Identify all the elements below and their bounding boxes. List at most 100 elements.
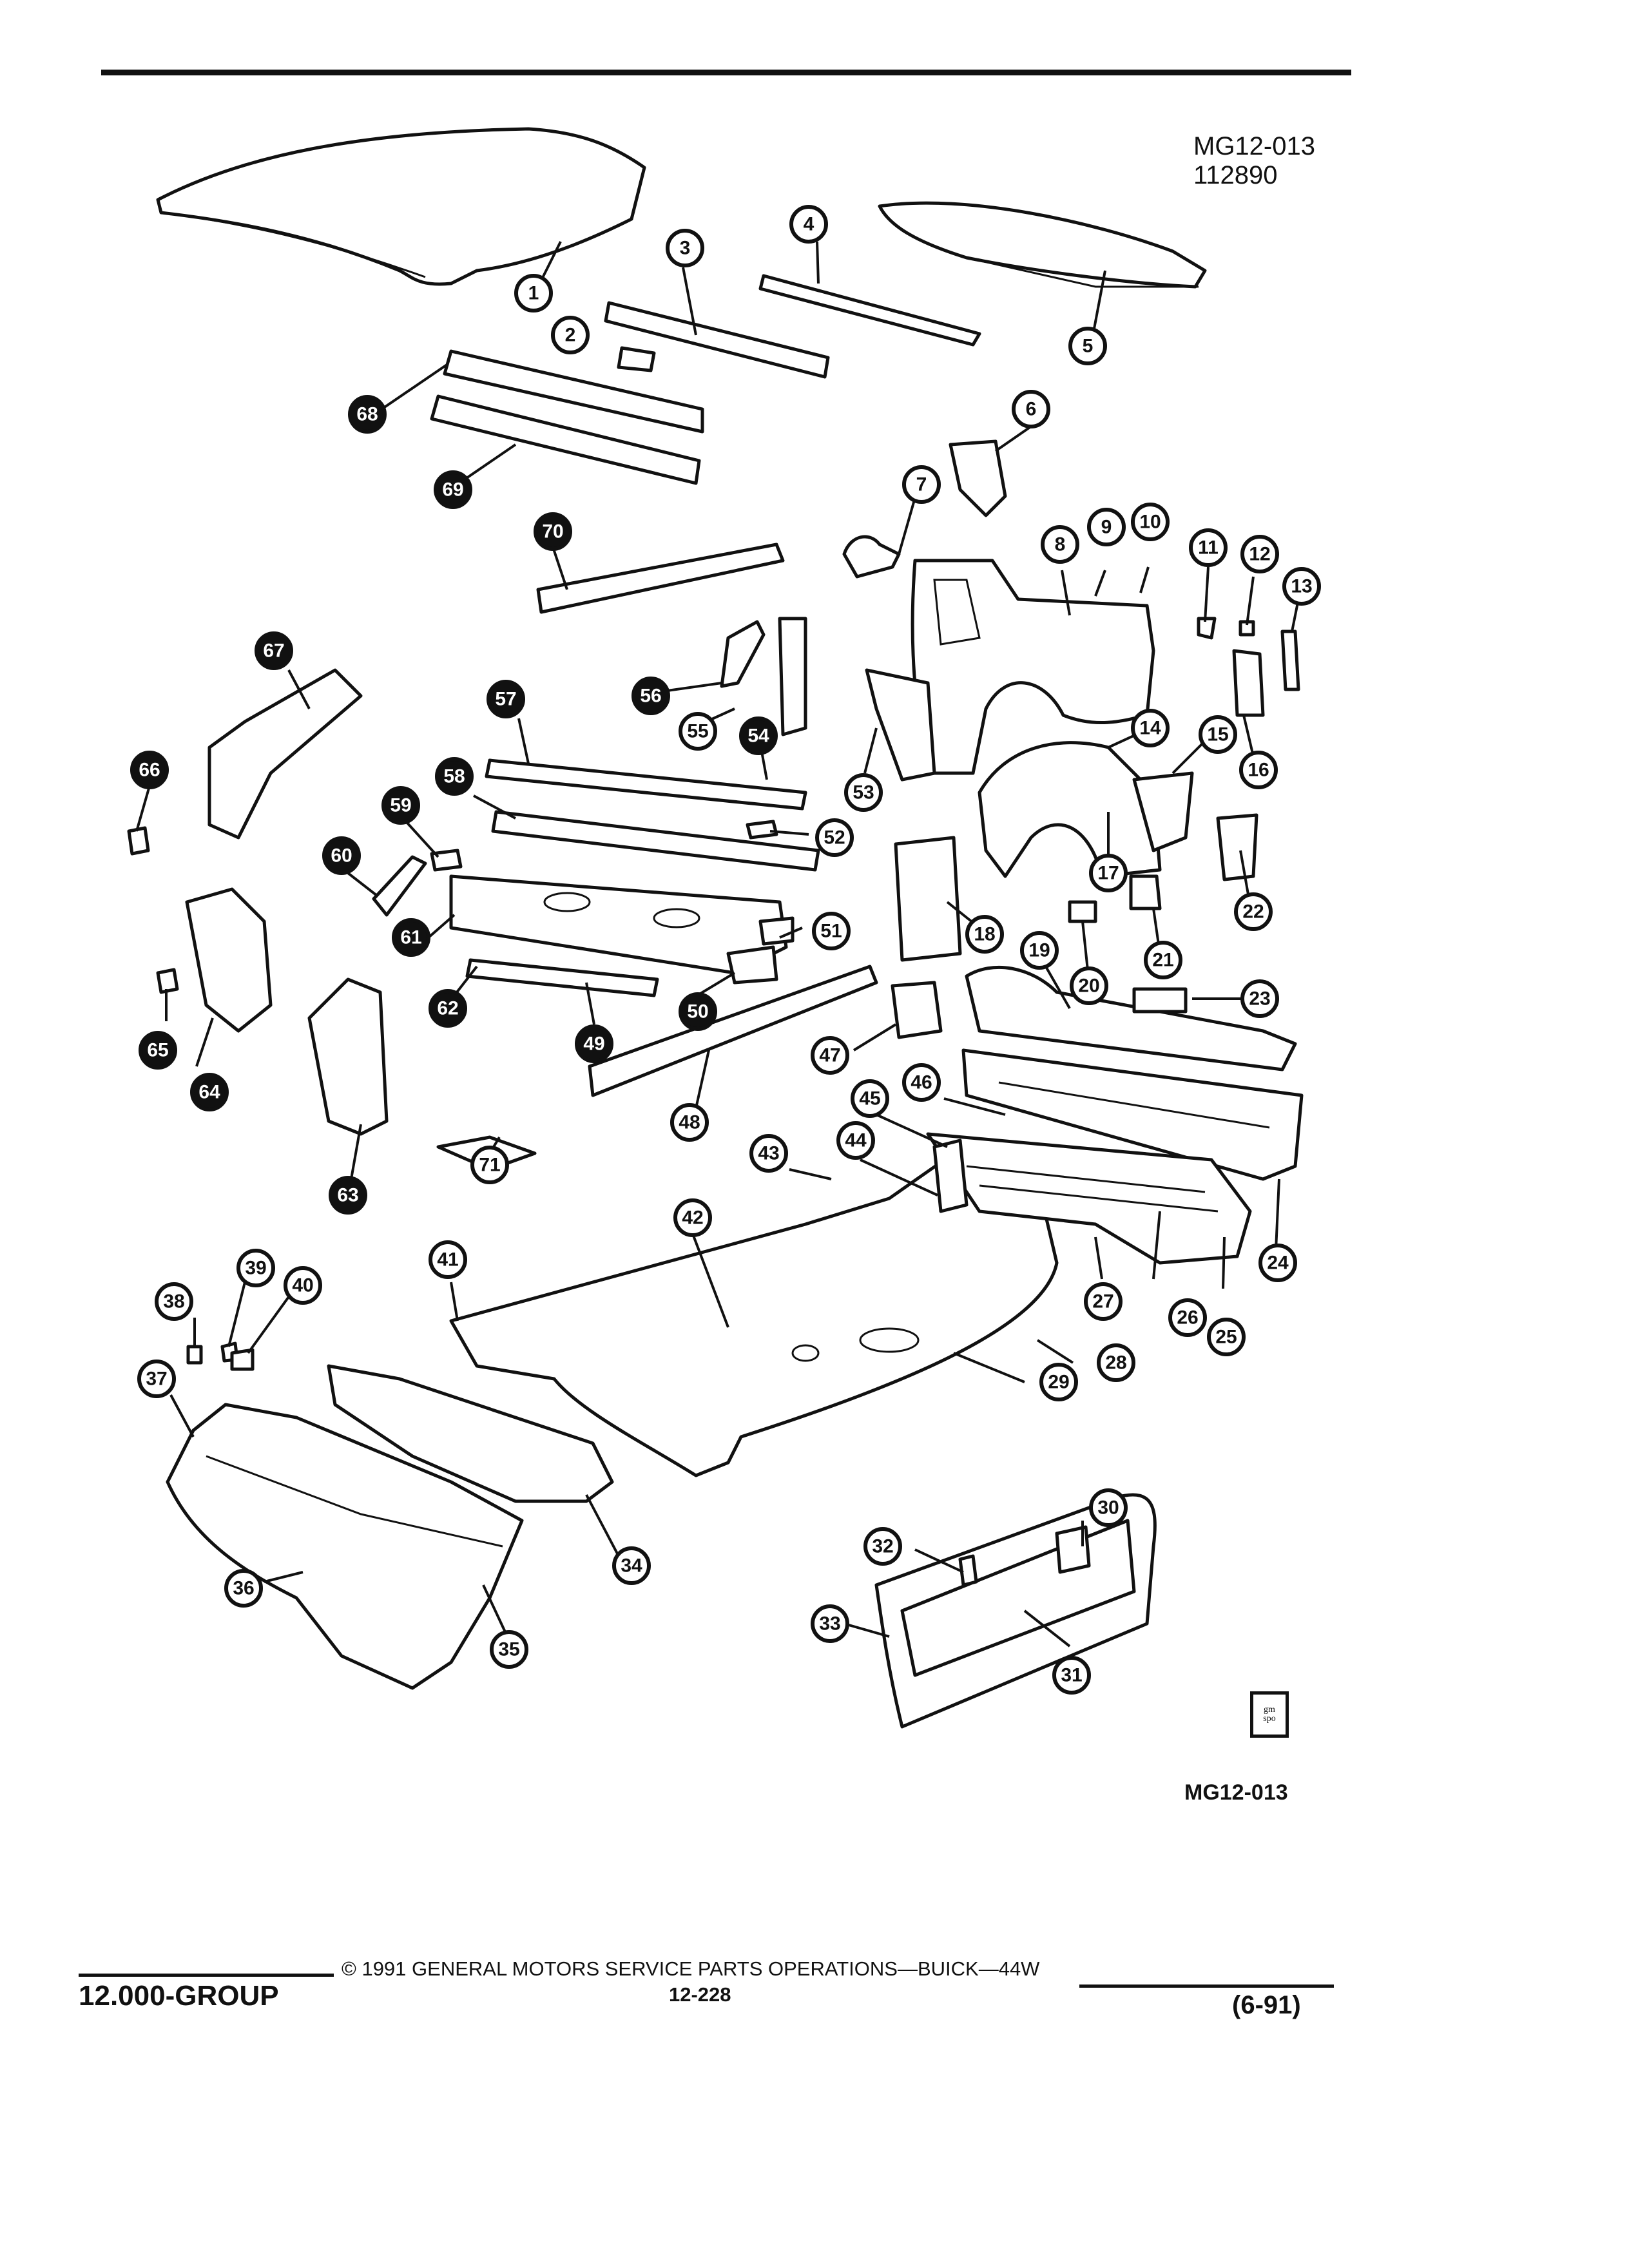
callout-6: 6 — [1012, 390, 1050, 428]
svg-text:63: 63 — [337, 1185, 358, 1206]
svg-text:37: 37 — [146, 1369, 167, 1390]
callout-27: 27 — [1084, 1282, 1123, 1321]
callout-2: 2 — [551, 316, 590, 354]
roof-bow-4 — [758, 274, 981, 347]
header-70 — [536, 543, 785, 614]
bracket-11 — [1197, 617, 1217, 640]
callout-8: 8 — [1041, 525, 1079, 564]
svg-text:49: 49 — [583, 1033, 604, 1055]
gm-spo-logo-text: gm spo — [1263, 1705, 1276, 1724]
pillar-56 — [778, 617, 807, 736]
svg-text:12: 12 — [1249, 544, 1270, 565]
gm-spo-logo: gm spo — [1250, 1691, 1289, 1738]
bracket-59 — [430, 849, 463, 872]
callout-20: 20 — [1070, 966, 1108, 1005]
callout-58: 58 — [435, 757, 474, 796]
figure-code-footer: MG12-013 — [1184, 1780, 1288, 1805]
callout-55: 55 — [679, 712, 717, 751]
svg-text:26: 26 — [1177, 1307, 1198, 1329]
bracket-21 — [1129, 874, 1162, 910]
bracket-66 — [127, 826, 150, 856]
wheelhouse-inner-15 — [1132, 771, 1194, 852]
cowl-panel-34 — [327, 1364, 614, 1503]
svg-text:5: 5 — [1083, 336, 1094, 357]
callout-36: 36 — [224, 1569, 263, 1608]
pillar-63 — [307, 977, 389, 1136]
callout-35: 35 — [490, 1630, 528, 1669]
rail-49 — [465, 958, 659, 997]
svg-text:42: 42 — [682, 1207, 703, 1229]
callout-29: 29 — [1039, 1363, 1078, 1401]
svg-text:61: 61 — [400, 927, 421, 948]
svg-text:19: 19 — [1028, 940, 1050, 961]
callout-15: 15 — [1199, 715, 1237, 754]
svg-text:32: 32 — [872, 1536, 893, 1557]
svg-text:17: 17 — [1097, 863, 1119, 884]
callout-42: 42 — [673, 1198, 712, 1237]
bracket-2 — [617, 346, 656, 372]
rear-panel-24 — [961, 1048, 1304, 1181]
svg-text:43: 43 — [758, 1143, 779, 1164]
rear-end-panel-19 — [965, 965, 1297, 1072]
svg-text:60: 60 — [331, 845, 352, 867]
svg-text:7: 7 — [916, 474, 927, 495]
callout-26: 26 — [1168, 1298, 1207, 1337]
footer-date: (6-91) — [1232, 1991, 1301, 2019]
bracket-40 — [230, 1348, 255, 1371]
leader-lines — [135, 241, 1302, 1648]
rocker-48 — [588, 965, 878, 1097]
svg-text:10: 10 — [1139, 512, 1161, 533]
bracket-32 — [958, 1554, 978, 1587]
callout-39: 39 — [236, 1249, 275, 1287]
bracket-51 — [758, 916, 795, 946]
svg-text:29: 29 — [1048, 1372, 1069, 1393]
callout-53: 53 — [844, 773, 883, 812]
svg-text:36: 36 — [233, 1578, 254, 1599]
callout-19: 19 — [1020, 931, 1059, 970]
callout-5: 5 — [1068, 327, 1107, 365]
callout-12: 12 — [1240, 535, 1279, 573]
svg-text:58: 58 — [443, 766, 465, 787]
svg-text:46: 46 — [911, 1072, 932, 1093]
callout-3: 3 — [666, 229, 704, 267]
svg-text:48: 48 — [679, 1112, 700, 1133]
rear-deck-lid — [878, 201, 1207, 289]
svg-text:15: 15 — [1207, 724, 1228, 745]
bracket-20 — [1068, 900, 1097, 923]
callout-59: 59 — [381, 786, 420, 825]
svg-text:1: 1 — [528, 283, 539, 304]
bracket-12 — [1239, 620, 1255, 637]
wheelhouse-14 — [978, 741, 1162, 878]
svg-text:24: 24 — [1267, 1253, 1289, 1274]
bar-44 — [932, 1139, 969, 1213]
svg-text:11: 11 — [1198, 537, 1219, 559]
svg-text:33: 33 — [819, 1613, 840, 1635]
callout-10: 10 — [1131, 503, 1170, 541]
svg-text:62: 62 — [437, 998, 458, 1019]
pillar-6 — [949, 439, 1007, 517]
figure-number-header: 112890 — [1193, 161, 1278, 189]
svg-text:68: 68 — [356, 404, 378, 425]
bracket-23 — [1132, 987, 1188, 1014]
callout-34: 34 — [612, 1546, 651, 1585]
callout-7: 7 — [902, 465, 941, 504]
quarter-panel-9 — [911, 559, 1155, 775]
quarter-window-opening — [933, 579, 981, 646]
callout-44: 44 — [836, 1121, 875, 1160]
callout-67: 67 — [255, 631, 293, 670]
callout-14: 14 — [1131, 709, 1170, 747]
callout-9: 9 — [1087, 508, 1126, 546]
svg-text:64: 64 — [198, 1082, 220, 1103]
svg-text:52: 52 — [824, 827, 845, 849]
svg-text:35: 35 — [498, 1639, 519, 1660]
bracket-60 — [372, 855, 427, 917]
callout-37: 37 — [137, 1360, 176, 1398]
callout-71: 71 — [470, 1146, 509, 1184]
svg-text:3: 3 — [680, 238, 691, 259]
footer-rule-left — [79, 1974, 334, 1977]
svg-text:59: 59 — [390, 795, 411, 816]
callout-47: 47 — [811, 1036, 849, 1075]
callout-40: 40 — [284, 1266, 322, 1305]
svg-text:50: 50 — [687, 1001, 708, 1023]
